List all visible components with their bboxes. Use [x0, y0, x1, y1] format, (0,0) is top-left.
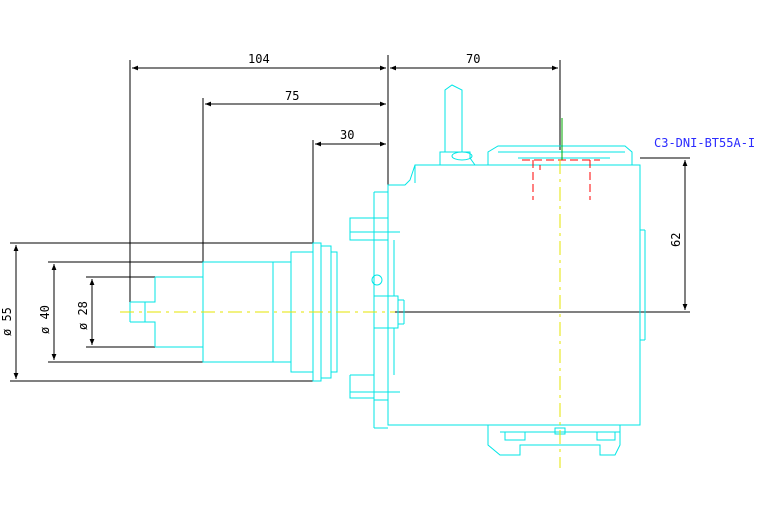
hidden-lines — [522, 159, 600, 200]
dim-75-label: 75 — [285, 89, 299, 103]
center-lines — [120, 160, 561, 468]
dim-104-label: 104 — [248, 52, 270, 66]
spindle-housing-outline — [349, 84, 646, 456]
dim-dia40-label: ø 40 — [38, 305, 52, 334]
dim-30-label: 30 — [340, 128, 354, 142]
dim-dia28-label: ø 28 — [76, 301, 90, 330]
dim-62-label: 62 — [669, 233, 683, 247]
dimension-lines — [10, 55, 690, 382]
dim-70-label: 70 — [466, 52, 480, 66]
part-label: C3-DNI-BT55A-I — [654, 136, 755, 150]
dim-dia55-label: ø 55 — [0, 307, 14, 336]
